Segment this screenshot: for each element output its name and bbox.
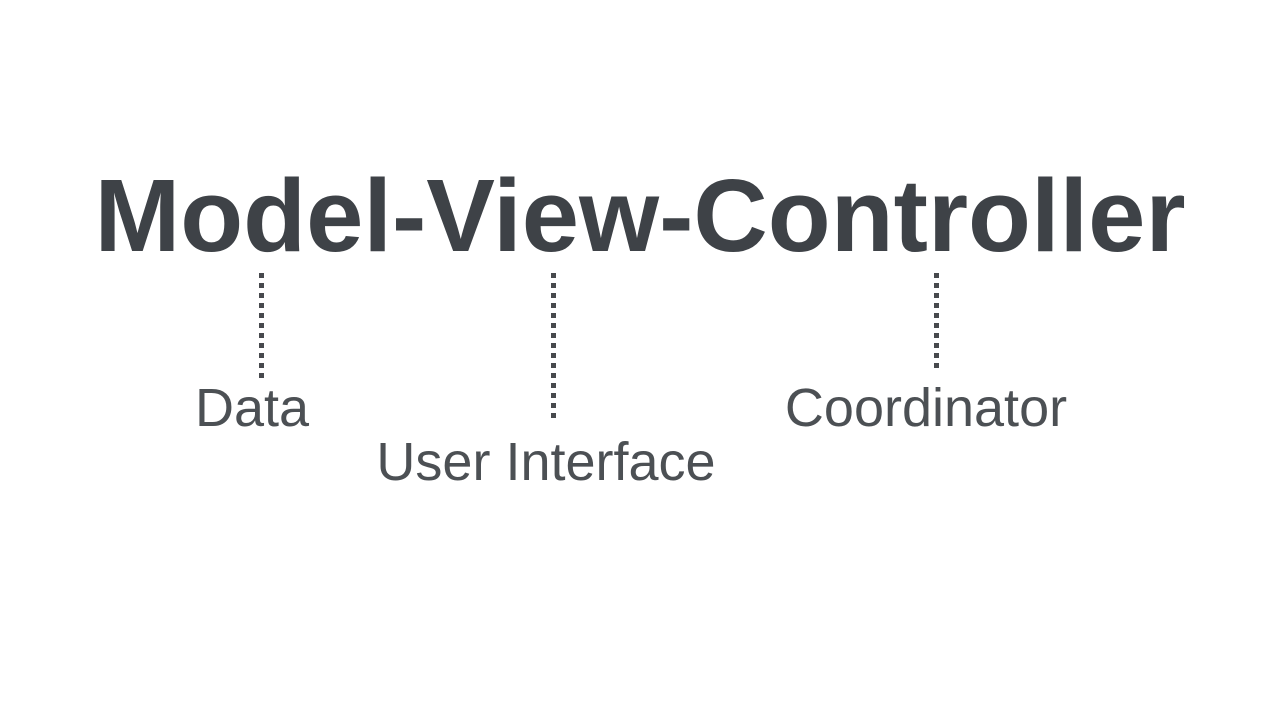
diagram-title: Model-View-Controller [94, 158, 1186, 273]
dotted-connector-view [551, 273, 556, 418]
label-view-user-interface: User Interface [376, 432, 716, 492]
dotted-connector-controller [934, 273, 939, 373]
label-controller-coordinator: Coordinator [784, 378, 1068, 438]
label-model-data: Data [194, 378, 310, 438]
dotted-connector-model [259, 273, 264, 378]
